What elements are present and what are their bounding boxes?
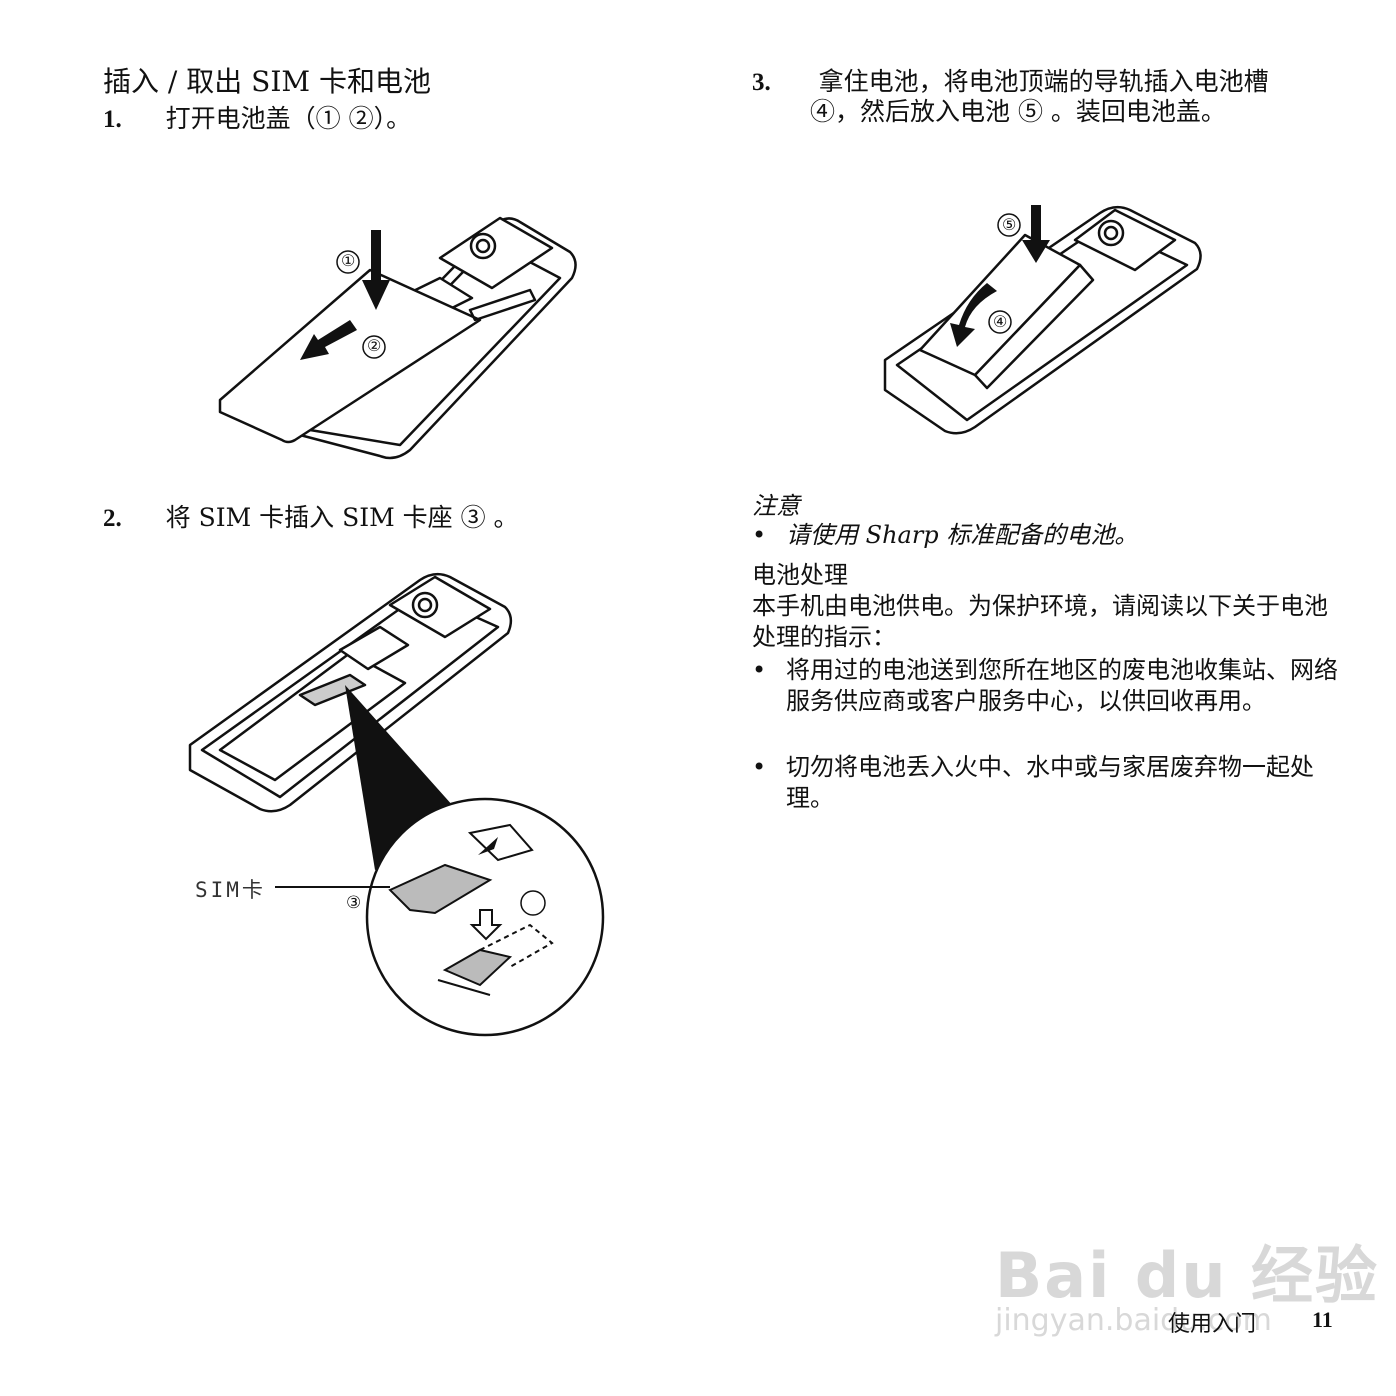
watermark-url: jingyan.baidu.com (995, 1303, 1272, 1338)
step-1: 1. 打开电池盖（① ②）。 (103, 104, 411, 135)
section-title: 插入 / 取出 SIM 卡和电池 (103, 65, 431, 98)
step-1-text: 打开电池盖（① ②）。 (165, 104, 412, 133)
marker-4: ④ (993, 312, 1008, 331)
disposal-bullet-2: • 切勿将电池丢入火中、水中或与家居废弃物一起处理。 (752, 752, 1342, 814)
step-1-number: 1. (103, 106, 122, 133)
step-3-number: 3. (752, 69, 771, 96)
sim-card-label: SIM卡 (195, 878, 266, 902)
figure-insert-battery (883, 205, 1202, 435)
bullet-dot: • (752, 521, 767, 549)
marker-1: ① (341, 251, 356, 270)
disposal-bullet-1: • 将用过的电池送到您所在地区的废电池收集站、网络服务供应商或客户服务中心，以供… (752, 655, 1342, 717)
step-2-number: 2. (103, 505, 122, 532)
step-2-text: 将 SIM 卡插入 SIM 卡座 ③ 。 (165, 503, 519, 532)
disposal-bullet-2-text: 切勿将电池丢入火中、水中或与家居废弃物一起处理。 (786, 753, 1314, 812)
bullet-dot: • (752, 656, 767, 684)
figure-open-cover (218, 216, 577, 460)
disposal-heading: 电池处理 (752, 561, 848, 589)
figure-insert-sim (188, 572, 605, 1037)
disposal-bullet-1-text: 将用过的电池送到您所在地区的废电池收集站、网络服务供应商或客户服务中心，以供回收… (786, 656, 1338, 715)
step-3-text-line2: ④，然后放入电池 ⑤ 。装回电池盖。 (810, 97, 1226, 126)
step-2: 2. 将 SIM 卡插入 SIM 卡座 ③ 。 (103, 503, 519, 534)
disposal-intro: 本手机由电池供电。为保护环境，请阅读以下关于电池处理的指示： (752, 592, 1328, 651)
note-bullet: • 请使用 Sharp 标准配备的电池。 (752, 520, 1342, 551)
step-3-text-line1: 拿住电池，将电池顶端的导轨插入电池槽 (818, 67, 1269, 96)
marker-5: ⑤ (1002, 215, 1017, 234)
footer-section: 使用入门 (1168, 1312, 1257, 1337)
step-3: 3. 拿住电池，将电池顶端的导轨插入电池槽 (752, 67, 1269, 98)
note-bullet-text: 请使用 Sharp 标准配备的电池。 (786, 521, 1139, 549)
marker-2: ② (367, 336, 382, 355)
watermark-logo: Bai du 经验 (995, 1239, 1380, 1312)
page-number: 11 (1312, 1307, 1333, 1332)
note-heading: 注意 (752, 492, 800, 520)
marker-3: ③ (346, 893, 362, 913)
bullet-dot: • (752, 753, 767, 781)
